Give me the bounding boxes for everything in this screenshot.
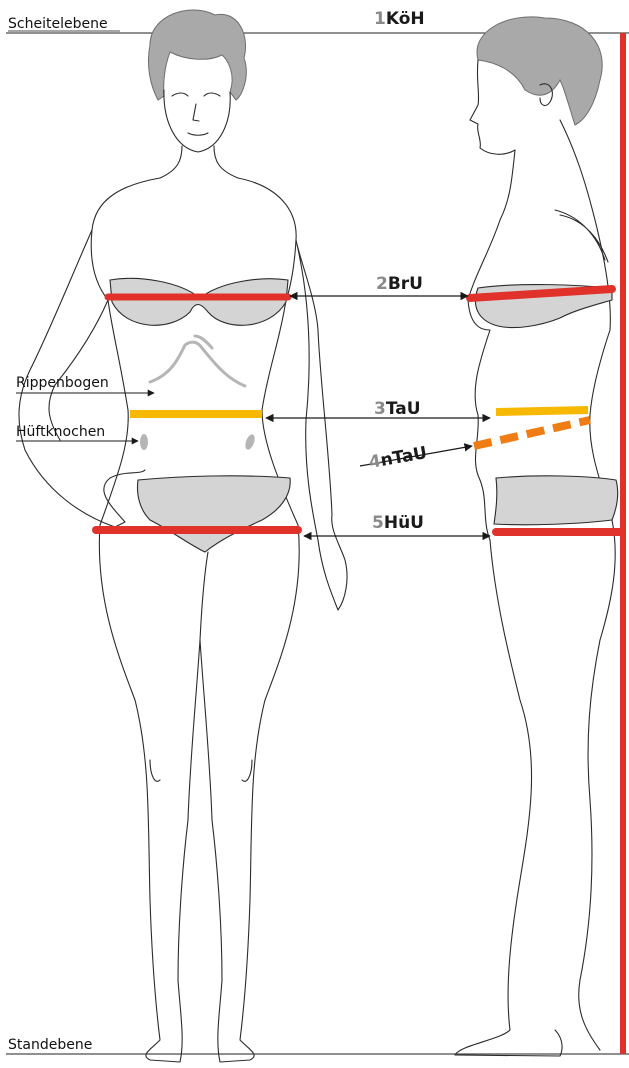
measurement-4-abbr: nTaU <box>379 443 429 471</box>
scheitel-plane-label: Scheitelebene <box>8 16 108 32</box>
front-hip-bone-left <box>140 434 148 450</box>
body-height-bar <box>620 33 626 1054</box>
front-figure <box>19 10 347 1062</box>
measurement-2-number: 2 <box>376 274 388 294</box>
front-torso-outline <box>91 178 298 525</box>
measurement-5-abbr: HüU <box>384 513 424 533</box>
front-briefs <box>138 476 291 552</box>
measurement-2-label: 2BrU <box>376 274 423 294</box>
front-hair <box>148 10 246 100</box>
front-bra <box>110 278 288 325</box>
front-knees <box>150 760 252 781</box>
hip-bone-label: Hüftknochen <box>16 424 105 440</box>
front-neck <box>160 146 238 178</box>
front-hip-bone-right <box>244 433 257 451</box>
measurement-2-abbr: BrU <box>388 274 423 294</box>
measurement-3-abbr: TaU <box>386 399 421 419</box>
front-rib-arch <box>150 336 245 386</box>
front-legs <box>99 525 299 1062</box>
front-eyes <box>172 93 220 96</box>
side-arm <box>555 210 608 262</box>
side-face <box>470 60 515 154</box>
ntau-band-side <box>474 420 590 446</box>
measurement-4-label: 4nTaU <box>367 443 428 473</box>
measurement-3-number: 3 <box>374 399 386 419</box>
ribs-label: Rippenbogen <box>16 375 109 391</box>
measurement-1-abbr: KöH <box>386 9 425 29</box>
measurement-5-number: 5 <box>372 513 384 533</box>
side-briefs <box>494 476 618 525</box>
measurement-5-label: 5HüU <box>372 513 424 533</box>
stand-plane-label: Standebene <box>8 1037 92 1053</box>
measurement-3-label: 3TaU <box>374 399 421 419</box>
front-nose-mouth <box>188 104 208 135</box>
tau-band-side <box>496 410 588 412</box>
measurement-1-label: 1KöH <box>374 9 425 29</box>
side-hair <box>477 17 602 125</box>
measurement-1-number: 1 <box>374 9 386 29</box>
